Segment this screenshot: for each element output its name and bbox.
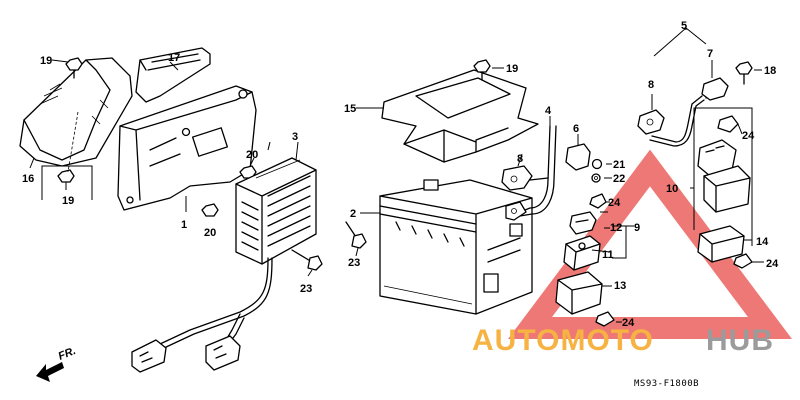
connector-left [131, 339, 167, 373]
leader-lines [29, 69, 764, 323]
callout-2: 2 [350, 208, 356, 220]
part-24-clip-c [717, 115, 739, 133]
callout-labels: 16 19 19 17 1 20 20 3 23 23 15 19 2 4 6 … [22, 20, 779, 329]
callout-20-lower: 20 [204, 227, 216, 239]
part-19-bolt-bottom [57, 169, 75, 183]
callout-15: 15 [344, 103, 356, 115]
callout-11: 11 [602, 249, 614, 261]
callout-7: 7 [707, 48, 713, 60]
callout-14: 14 [756, 236, 769, 248]
callout-13: 13 [614, 280, 626, 292]
part-24-clip-b [595, 311, 615, 327]
part-14-relay-cover [697, 225, 745, 263]
part-3-regulator-rectifier [235, 157, 317, 265]
callout-1: 1 [181, 219, 187, 231]
part-8-terminal-right [637, 109, 665, 135]
callout-8-right: 8 [648, 79, 654, 91]
part-7-terminal-boot [701, 77, 729, 101]
part-6-terminal-boot [565, 143, 591, 171]
callout-6: 6 [573, 123, 579, 135]
callout-10: 10 [666, 183, 678, 195]
callout-19-bottom: 19 [62, 195, 74, 207]
callout-22: 22 [613, 173, 625, 185]
callout-24-b: 24 [622, 317, 635, 329]
part-18-bolt [735, 61, 753, 85]
part-19-bolt-tray [473, 59, 491, 81]
callout-24-a: 24 [608, 197, 621, 209]
part-12-fuse-holder [569, 211, 597, 235]
front-direction-label: FR. [57, 345, 78, 363]
callout-21: 21 [613, 159, 625, 171]
part-19-bolt-top [65, 57, 83, 79]
part-16-side-cover [19, 57, 133, 167]
part-2-battery [379, 179, 533, 315]
watermark-text-right: HUB [706, 324, 774, 357]
connector-right [205, 335, 241, 371]
part-17-strap [135, 47, 211, 103]
part-22-washer [591, 173, 601, 183]
part-11-starter-relay [563, 235, 601, 271]
callout-12: 12 [610, 222, 622, 234]
part-23-bolt-left [291, 249, 323, 271]
part-10-relay-assembly [697, 139, 751, 213]
callout-19-tray: 19 [506, 63, 518, 75]
callout-23-left: 23 [300, 283, 312, 295]
part-1-bracket [117, 85, 257, 211]
part-8-terminal-middle [501, 165, 549, 191]
regulator-wire-harness [159, 257, 273, 349]
callout-24-c: 24 [742, 130, 755, 142]
part-15-battery-tray [381, 69, 539, 163]
callout-8-middle: 8 [517, 153, 523, 165]
callout-23-middle: 23 [348, 257, 360, 269]
callout-18: 18 [764, 65, 776, 77]
callout-20-upper: 20 [246, 149, 258, 161]
part-20-nut-lower [201, 203, 219, 217]
part-23-bolt-middle [345, 221, 367, 249]
callout-24-d: 24 [766, 258, 779, 270]
callout-3: 3 [292, 131, 298, 143]
part-4-battery-cable [505, 125, 557, 221]
watermark-text-left: AUTOMOTO [472, 324, 654, 357]
part-24-clip-a [589, 193, 607, 209]
callout-4: 4 [545, 105, 552, 117]
callout-17: 17 [168, 52, 180, 64]
callout-16: 16 [22, 173, 34, 185]
front-direction-arrow [36, 362, 64, 382]
callout-19-top: 19 [40, 55, 52, 67]
part-13-relay-cover [555, 271, 603, 315]
part-21-screw [591, 158, 603, 170]
callout-9: 9 [634, 222, 640, 234]
callout-5: 5 [681, 20, 687, 32]
part-24-clip-d [733, 253, 753, 269]
diagram-code: MS93-F1800B [634, 379, 699, 389]
